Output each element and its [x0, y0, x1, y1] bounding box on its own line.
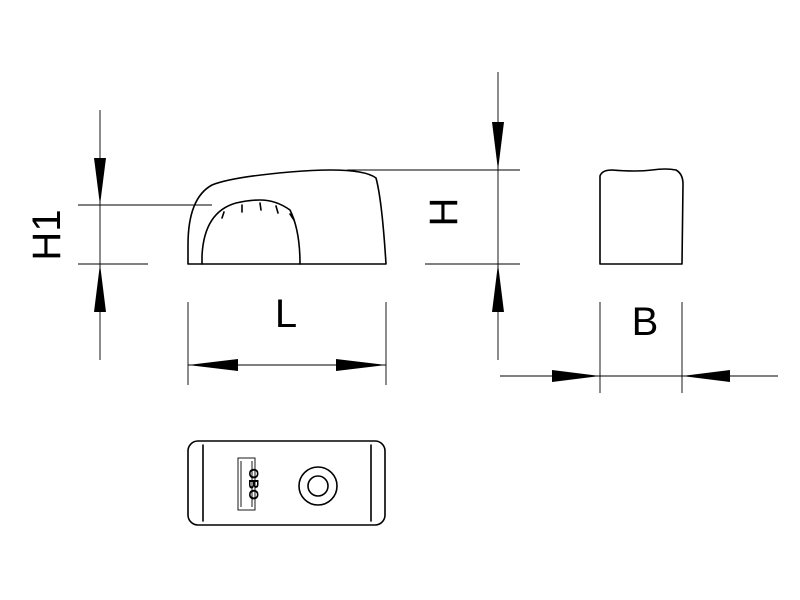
- dimension-b: B: [500, 300, 778, 393]
- obo-logo: OBO: [237, 457, 262, 511]
- side-view: [187, 169, 387, 265]
- screw-hole: [298, 466, 338, 506]
- top-view: OBO: [187, 440, 386, 526]
- end-view: [599, 168, 684, 265]
- dimension-label-h: H: [422, 198, 466, 227]
- dimension-l: L: [187, 292, 387, 385]
- dimension-h1: H1: [25, 110, 212, 360]
- dimension-label-b: B: [632, 300, 659, 344]
- dimension-label-h1: H1: [25, 209, 69, 260]
- arch-teeth: [221, 202, 295, 221]
- dimension-label-l: L: [275, 292, 297, 336]
- dimension-h: H: [347, 72, 520, 360]
- obo-logo-text: OBO: [246, 468, 262, 500]
